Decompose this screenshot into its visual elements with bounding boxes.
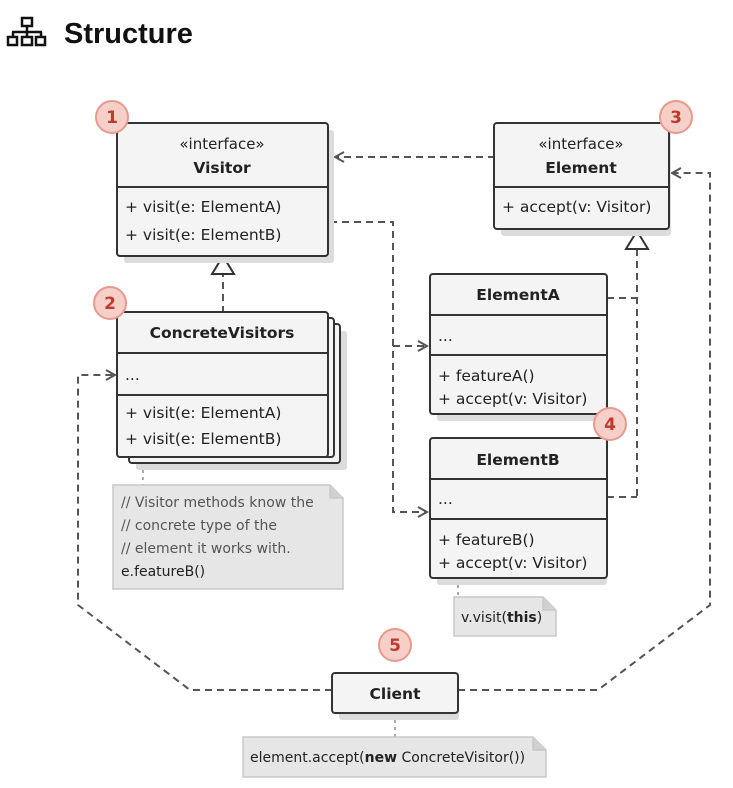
element-class-name: Element <box>545 159 617 177</box>
visitor-note: // Visitor methods know the // concrete … <box>112 484 344 590</box>
element-b-field: ... <box>438 490 453 508</box>
element-b-method-accept: + accept(v: Visitor) <box>438 554 587 572</box>
element-a-method-feature: + featureA() <box>438 367 535 385</box>
visitor-class-name: Visitor <box>193 159 251 177</box>
svg-text:2: 2 <box>104 294 116 314</box>
page-title: Structure <box>64 18 193 50</box>
element-a-class-name: ElementA <box>476 286 560 304</box>
svg-text:4: 4 <box>604 415 616 435</box>
connectors <box>77 157 711 737</box>
client-class-name: Client <box>370 685 422 703</box>
element-b-box: ElementB ... + featureB() + accept(v: Vi… <box>429 437 608 585</box>
element-method-accept: + accept(v: Visitor) <box>502 198 651 216</box>
visitor-note-line-3: // element it works with. <box>121 541 291 557</box>
badge-1: 1 <box>95 100 129 134</box>
element-note: v.visit(this) <box>453 596 557 637</box>
svg-text:5: 5 <box>389 636 401 656</box>
title-icon <box>6 16 47 47</box>
visitor-method-b: + visit(e: ElementB) <box>125 226 281 244</box>
svg-text:1: 1 <box>106 108 118 128</box>
concrete-visitors-box: ConcreteVisitors ... + visit(e: ElementA… <box>116 311 347 470</box>
element-a-field: ... <box>438 327 453 345</box>
concrete-visitors-method-b: + visit(e: ElementB) <box>125 430 281 448</box>
badge-4: 4 <box>593 407 627 441</box>
element-stereotype: «interface» <box>538 135 623 153</box>
element-note-text: v.visit(this) <box>461 610 542 626</box>
dependency-visitor-to-elementb <box>330 221 427 512</box>
concrete-visitors-method-a: + visit(e: ElementA) <box>125 404 281 422</box>
client-note: element.accept(new ConcreteVisitor()) <box>242 736 547 778</box>
dependency-client-to-concrete <box>77 375 332 691</box>
svg-text:3: 3 <box>670 108 682 128</box>
visitor-note-line-4: e.featureB() <box>121 564 205 580</box>
visitor-interface-box: «interface» Visitor + visit(e: ElementA)… <box>116 122 334 263</box>
element-b-class-name: ElementB <box>476 451 559 469</box>
visitor-method-a: + visit(e: ElementA) <box>125 198 281 216</box>
realization-triangle-visitor <box>210 254 236 275</box>
element-a-box: ElementA ... + featureA() + accept(v: Vi… <box>429 273 608 421</box>
element-interface-box: «interface» Element + accept(v: Visitor) <box>493 122 671 236</box>
visitor-note-line-2: // concrete type of the <box>121 518 277 534</box>
visitor-stereotype: «interface» <box>179 135 264 153</box>
client-note-text: element.accept(new ConcreteVisitor()) <box>250 750 525 766</box>
badge-3: 3 <box>659 100 693 134</box>
concrete-visitors-field: ... <box>125 366 140 384</box>
element-b-method-feature: + featureB() <box>438 531 535 549</box>
badge-2: 2 <box>93 286 127 320</box>
element-a-method-accept: + accept(v: Visitor) <box>438 390 587 408</box>
realization-triangle-element <box>624 229 650 250</box>
concrete-visitors-class-name: ConcreteVisitors <box>150 324 295 342</box>
badge-5: 5 <box>378 628 412 662</box>
dependency-client-to-element <box>458 173 711 691</box>
visitor-note-line-1: // Visitor methods know the <box>121 495 314 511</box>
client-box: Client <box>331 672 459 720</box>
